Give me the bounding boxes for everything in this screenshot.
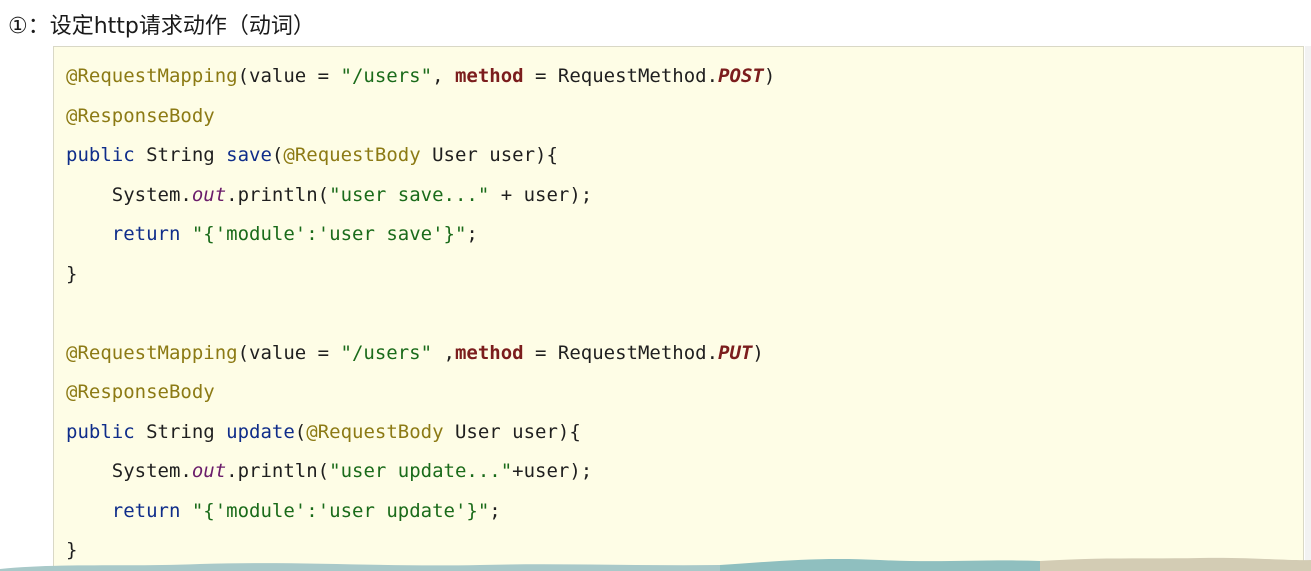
code-token: "user save..." [329, 183, 490, 206]
code-token: POST [718, 65, 764, 87]
code-lines: @RequestMapping(value = "/users", method… [66, 57, 775, 571]
code-line: return "{'module':'user update'}"; [66, 492, 775, 532]
code-token [180, 223, 191, 245]
code-token: "/users" [340, 341, 433, 364]
code-token: ; [466, 223, 478, 245]
code-token: @ResponseBody [66, 104, 215, 127]
code-line: public String update(@RequestBody User u… [66, 413, 775, 453]
code-line: } [66, 531, 775, 571]
code-line: System.out.println("user update..."+user… [66, 452, 775, 492]
code-token: "user update..." [329, 460, 513, 482]
code-token: out [191, 183, 227, 206]
code-token: System. [66, 183, 192, 206]
code-token: method [454, 65, 524, 87]
code-line: @ResponseBody [66, 373, 775, 413]
code-token: String [134, 420, 227, 443]
code-token: .println( [226, 460, 330, 482]
code-line: } [66, 255, 775, 295]
code-token: @RequestBody [306, 420, 444, 443]
code-token: (value = [237, 65, 341, 87]
code-token: ( [271, 144, 284, 166]
code-line: @RequestMapping(value = "/users", method… [66, 57, 775, 97]
code-line: System.out.println("user save..." + user… [66, 176, 775, 216]
code-token [66, 500, 112, 522]
code-token: "{'module':'user update'}" [191, 499, 490, 522]
code-token [180, 500, 191, 522]
code-token: .println( [226, 183, 330, 206]
code-token: = RequestMethod. [523, 341, 719, 364]
code-token: @RequestMapping [66, 65, 238, 87]
code-token: User user){ [443, 420, 581, 443]
code-token: out [191, 460, 227, 482]
code-token: } [66, 262, 78, 285]
code-token: +user); [512, 460, 593, 482]
code-token: return [111, 499, 181, 522]
code-token: } [66, 539, 78, 561]
section-heading: ①：设定http请求动作（动词） [8, 14, 315, 39]
code-token: ) [763, 65, 776, 87]
code-token: return [111, 223, 181, 245]
wave-shape-left [0, 563, 720, 571]
code-token: PUT [718, 341, 753, 364]
code-token: method [454, 341, 524, 364]
code-block: @RequestMapping(value = "/users", method… [53, 46, 1304, 571]
code-line: return "{'module':'user save'}"; [66, 215, 775, 255]
code-token: public [66, 144, 135, 166]
code-token: , [432, 65, 455, 87]
code-token: @RequestBody [283, 144, 421, 166]
code-token: "/users" [340, 65, 433, 87]
code-token: , [432, 341, 455, 364]
code-token: String [134, 144, 227, 166]
code-line: @RequestMapping(value = "/users" ,method… [66, 334, 775, 374]
code-line: @ResponseBody [66, 97, 775, 137]
code-token: + user); [489, 183, 593, 206]
wave-shape-right [1040, 557, 1311, 571]
code-token: (value = [237, 341, 341, 364]
code-line: public String save(@RequestBody User use… [66, 136, 775, 176]
code-token: save [226, 144, 272, 166]
code-token: "{'module':'user save'}" [191, 223, 467, 245]
code-token: @ResponseBody [66, 381, 215, 403]
code-token: @RequestMapping [66, 341, 238, 364]
code-token: update [226, 420, 295, 443]
wave-shape-mid [720, 558, 1040, 571]
code-token: ; [489, 499, 501, 522]
code-token [66, 223, 112, 245]
bottom-wave-decoration [0, 557, 1311, 571]
code-token: ( [294, 420, 307, 443]
code-token: System. [66, 460, 192, 482]
page-scrollbar-track[interactable] [1305, 46, 1311, 571]
code-token: User user){ [420, 144, 558, 166]
code-line [66, 294, 775, 334]
code-token: ) [752, 341, 764, 364]
code-token: public [66, 420, 135, 443]
code-token: = RequestMethod. [523, 65, 719, 87]
